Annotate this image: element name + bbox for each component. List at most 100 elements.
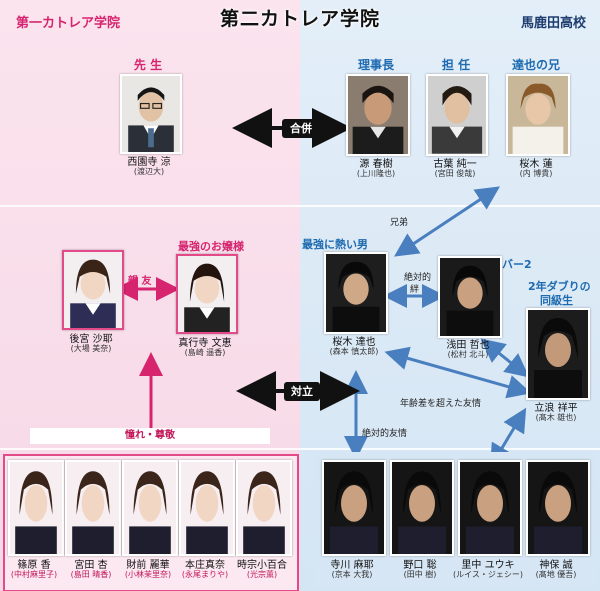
- portrait-photo: [458, 460, 522, 556]
- portrait-photo: [506, 74, 570, 156]
- actor-name: (ルイス・ジェシー): [452, 570, 523, 579]
- person-icon: [332, 261, 380, 332]
- person-icon: [15, 471, 57, 554]
- portrait-photo: [120, 74, 182, 154]
- person-icon: [534, 471, 582, 554]
- character-name: 本庄真奈: [185, 560, 225, 571]
- portrait-photo: [526, 308, 590, 400]
- actor-name: (光宗薫): [246, 570, 278, 579]
- relation-label: 絆: [410, 285, 420, 295]
- character-name: 宮田 杏: [74, 560, 108, 571]
- character-name: 西園寺 涼: [127, 157, 171, 168]
- portrait-photo: [426, 74, 488, 156]
- actor-name: (大場 美奈): [70, 344, 112, 353]
- actor-name: (永尾まりや): [181, 570, 229, 579]
- left-school-label: 第一カトレア学院: [16, 16, 121, 31]
- character-name: 源 春樹: [359, 159, 393, 170]
- actor-name: (上川隆也): [356, 169, 396, 178]
- actor-name: (髙地 優吾): [535, 570, 577, 579]
- portrait-photo: [122, 460, 178, 556]
- actor-name: (松村 北斗): [447, 350, 489, 359]
- person-icon: [72, 471, 114, 554]
- portrait-photo: [236, 460, 292, 556]
- person-icon: [398, 471, 446, 554]
- callout-hottest-man: 最強に熱い男: [302, 238, 368, 251]
- character-name: 財前 麗華: [126, 560, 170, 571]
- portrait-photo: [62, 250, 124, 330]
- person-icon: [534, 318, 582, 398]
- role-label: 担 任: [441, 58, 471, 72]
- actor-name: (森本 慎太郎): [329, 347, 379, 356]
- actor-name: (内 博貴): [519, 169, 553, 178]
- role-label: 理事長: [357, 58, 394, 72]
- character-name: 後宮 沙耶: [69, 334, 113, 345]
- character-name: 古葉 純一: [433, 159, 477, 170]
- portrait-photo: [65, 460, 121, 556]
- actor-name: (京本 大我): [331, 570, 373, 579]
- actor-name: (髙木 雄也): [535, 413, 577, 422]
- right-school-label: 馬鹿田高校: [520, 16, 586, 31]
- portrait-photo: [179, 460, 235, 556]
- actor-name: (小林茉里奈): [124, 570, 172, 579]
- portrait-photo: [346, 74, 410, 156]
- shohei-boys-connector: [489, 407, 527, 469]
- portrait-photo: [390, 460, 454, 556]
- character-name: 桜木 蓮: [519, 159, 553, 170]
- person-icon: [352, 85, 404, 154]
- page-title: 第二カトレア学院: [219, 8, 380, 30]
- callout-strongest-lady: 最強のお嬢様: [178, 240, 244, 253]
- actor-name: (島田 晴香): [70, 570, 112, 579]
- role-label: 先 生: [133, 58, 163, 72]
- character-name: 神保 誠: [539, 560, 573, 571]
- portrait-photo: [322, 460, 386, 556]
- portrait-photo: [176, 254, 238, 334]
- character-name: 時宗小百合: [237, 560, 287, 571]
- character-name: 寺川 麻耶: [330, 560, 374, 571]
- character-name: 立浪 祥平: [534, 403, 578, 414]
- relation-label: 兄弟: [390, 218, 409, 228]
- person-icon: [431, 86, 483, 154]
- confront-badge: 対立: [284, 382, 320, 401]
- merge-badge: 合併: [282, 119, 320, 138]
- callout-classmate: 同級生: [540, 294, 573, 307]
- role-label: 達也の兄: [511, 58, 560, 72]
- person-icon: [184, 263, 230, 332]
- actor-name: (島崎 遥香): [184, 348, 226, 357]
- brother-connector: [393, 186, 501, 257]
- person-icon: [128, 87, 174, 152]
- character-name: 浅田 哲也: [446, 340, 490, 351]
- portrait-photo: [8, 460, 64, 556]
- person-icon: [186, 471, 228, 554]
- character-name: 篠原 香: [17, 560, 51, 571]
- person-icon: [446, 265, 494, 336]
- person-icon: [512, 83, 564, 154]
- actor-name: (田中 樹): [403, 570, 437, 579]
- actor-name: (中村麻里子): [10, 570, 58, 579]
- person-icon: [243, 471, 285, 554]
- actor-name: (宮田 俊哉): [434, 169, 476, 178]
- person-icon: [330, 471, 378, 554]
- section-divider: [0, 205, 600, 207]
- person-icon: [70, 259, 116, 328]
- person-icon: [466, 471, 514, 554]
- character-name: 真行寺 文恵: [178, 338, 232, 349]
- portrait-photo: [526, 460, 590, 556]
- callout-repeat-year: 2年ダブりの: [528, 280, 591, 293]
- admire-label: 憧れ・尊敬: [30, 428, 270, 444]
- section-divider: [0, 448, 600, 450]
- relation-label: 絶対的: [404, 273, 432, 283]
- character-name: 里中 ユウキ: [461, 560, 515, 571]
- actor-name: (渡辺大): [133, 167, 165, 176]
- character-name: 野口 聡: [403, 560, 437, 571]
- relation-label: 親 友: [128, 276, 152, 287]
- number2-connector: [480, 338, 530, 378]
- relation-label: 絶対的友情: [362, 429, 408, 439]
- character-name: 桜木 達也: [332, 337, 376, 348]
- portrait-photo: [324, 252, 388, 334]
- person-icon: [129, 471, 171, 554]
- portrait-photo: [438, 256, 502, 338]
- relation-label: 年齢差を超えた友情: [400, 399, 482, 409]
- friendship-tatsuya-shohei-connector: [384, 346, 532, 399]
